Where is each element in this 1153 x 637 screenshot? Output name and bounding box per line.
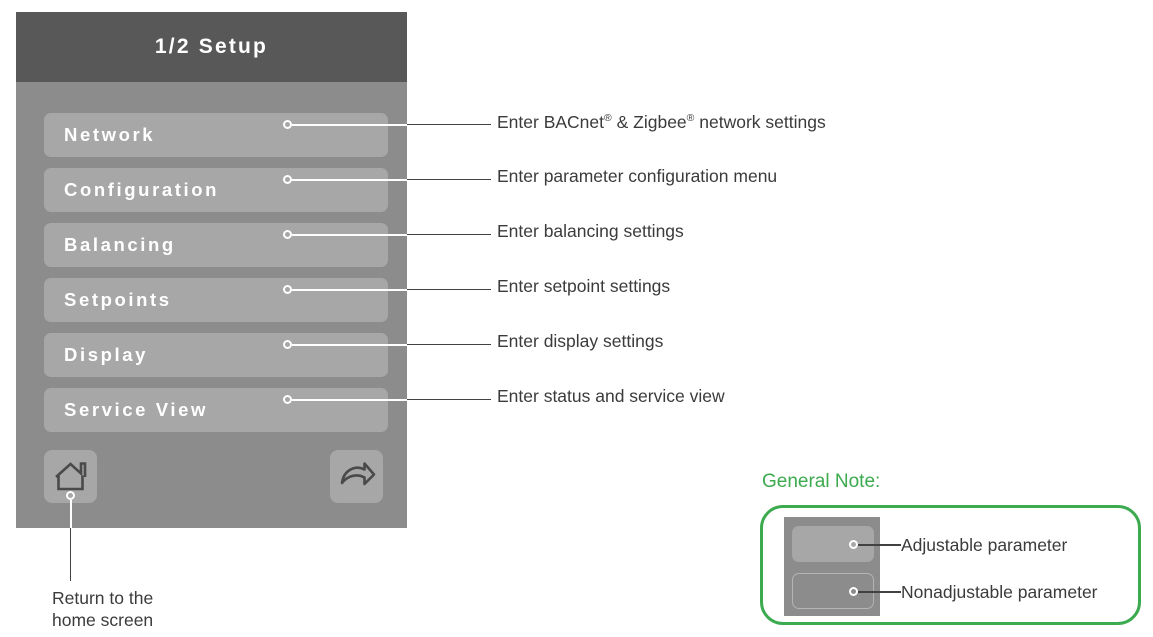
- callout-line-setpoints-outer: [407, 288, 491, 291]
- callout-line-service-view-inner: [292, 398, 407, 401]
- annotation-network: Enter BACnet® & Zigbee® network settings: [497, 112, 826, 134]
- menu-item-label: Display: [64, 344, 149, 365]
- annotation-display: Enter display settings: [497, 331, 663, 353]
- callout-marker-display: [283, 340, 292, 349]
- menu-item-display[interactable]: Display: [44, 333, 388, 377]
- callout-line-balancing-outer: [407, 233, 491, 236]
- menu-item-network[interactable]: Network: [44, 113, 388, 157]
- annotation-configuration-text: Enter parameter configuration menu: [497, 166, 778, 186]
- menu-item-configuration[interactable]: Configuration: [44, 168, 388, 212]
- annotation-home-line2: home screen: [52, 609, 154, 630]
- annotation-network-text: Enter BACnet® & Zigbee® network settings: [497, 112, 826, 132]
- next-page-button[interactable]: [330, 450, 383, 503]
- setup-menu-list: Network Configuration Balancing Setpoint…: [16, 82, 407, 528]
- annotation-service-view: Enter status and service view: [497, 386, 725, 408]
- callout-line-home-outer: [69, 528, 72, 581]
- panel-header: [16, 12, 407, 82]
- menu-item-label: Service View: [64, 399, 208, 420]
- legend-label-nonadjustable: Nonadjustable parameter: [901, 582, 1098, 602]
- home-icon: [55, 462, 87, 491]
- menu-item-label: Balancing: [64, 234, 176, 255]
- menu-item-label: Configuration: [64, 179, 220, 200]
- menu-item-label: Network: [64, 124, 156, 145]
- callout-marker-configuration: [283, 175, 292, 184]
- menu-item-label: Setpoints: [64, 289, 172, 310]
- general-note-title: General Note:: [762, 471, 881, 492]
- callout-marker-home: [66, 491, 75, 500]
- legend-swatch-background: [784, 517, 880, 616]
- page-title: 1/2 Setup: [154, 35, 269, 58]
- annotation-service-view-text: Enter status and service view: [497, 386, 725, 406]
- legend-nonadjustable-button: [792, 573, 874, 609]
- legend-marker-nonadjustable: [849, 587, 858, 596]
- annotation-configuration: Enter parameter configuration menu: [497, 166, 777, 188]
- annotation-home-line1: Return to the: [52, 588, 154, 608]
- callout-line-setpoints-inner: [292, 288, 407, 291]
- callout-line-display-outer: [407, 343, 491, 346]
- forward-arrow-icon: [340, 462, 376, 486]
- annotation-balancing-text: Enter balancing settings: [497, 221, 684, 241]
- menu-item-setpoints[interactable]: Setpoints: [44, 278, 388, 322]
- callout-line-configuration-inner: [292, 178, 407, 181]
- legend-line-nonadjustable: [858, 591, 901, 593]
- general-note-box: Adjustable parameter Nonadjustable param…: [760, 505, 1141, 625]
- callout-line-configuration-outer: [407, 178, 491, 181]
- callout-marker-service-view: [283, 395, 292, 404]
- callout-line-network-inner: [292, 123, 407, 126]
- callout-marker-setpoints: [283, 285, 292, 294]
- callout-line-service-view-outer: [407, 398, 491, 401]
- callout-line-balancing-inner: [292, 233, 407, 236]
- annotation-display-text: Enter display settings: [497, 331, 664, 351]
- menu-item-service-view[interactable]: Service View: [44, 388, 388, 432]
- callout-line-display-inner: [292, 343, 407, 346]
- annotation-setpoints: Enter setpoint settings: [497, 276, 670, 298]
- legend-line-adjustable: [858, 544, 901, 546]
- annotation-setpoints-text: Enter setpoint settings: [497, 276, 671, 296]
- callout-marker-network: [283, 120, 292, 129]
- callout-line-home-inner: [69, 500, 72, 528]
- legend-marker-adjustable: [849, 540, 858, 549]
- legend-label-adjustable: Adjustable parameter: [901, 535, 1068, 555]
- menu-item-balancing[interactable]: Balancing: [44, 223, 388, 267]
- annotation-balancing: Enter balancing settings: [497, 221, 684, 243]
- callout-line-network-outer: [407, 123, 491, 126]
- device-screen-panel: 1/2 Setup Network Configuration Balancin…: [16, 12, 407, 528]
- annotation-home: Return to the home screen: [52, 588, 153, 632]
- callout-marker-balancing: [283, 230, 292, 239]
